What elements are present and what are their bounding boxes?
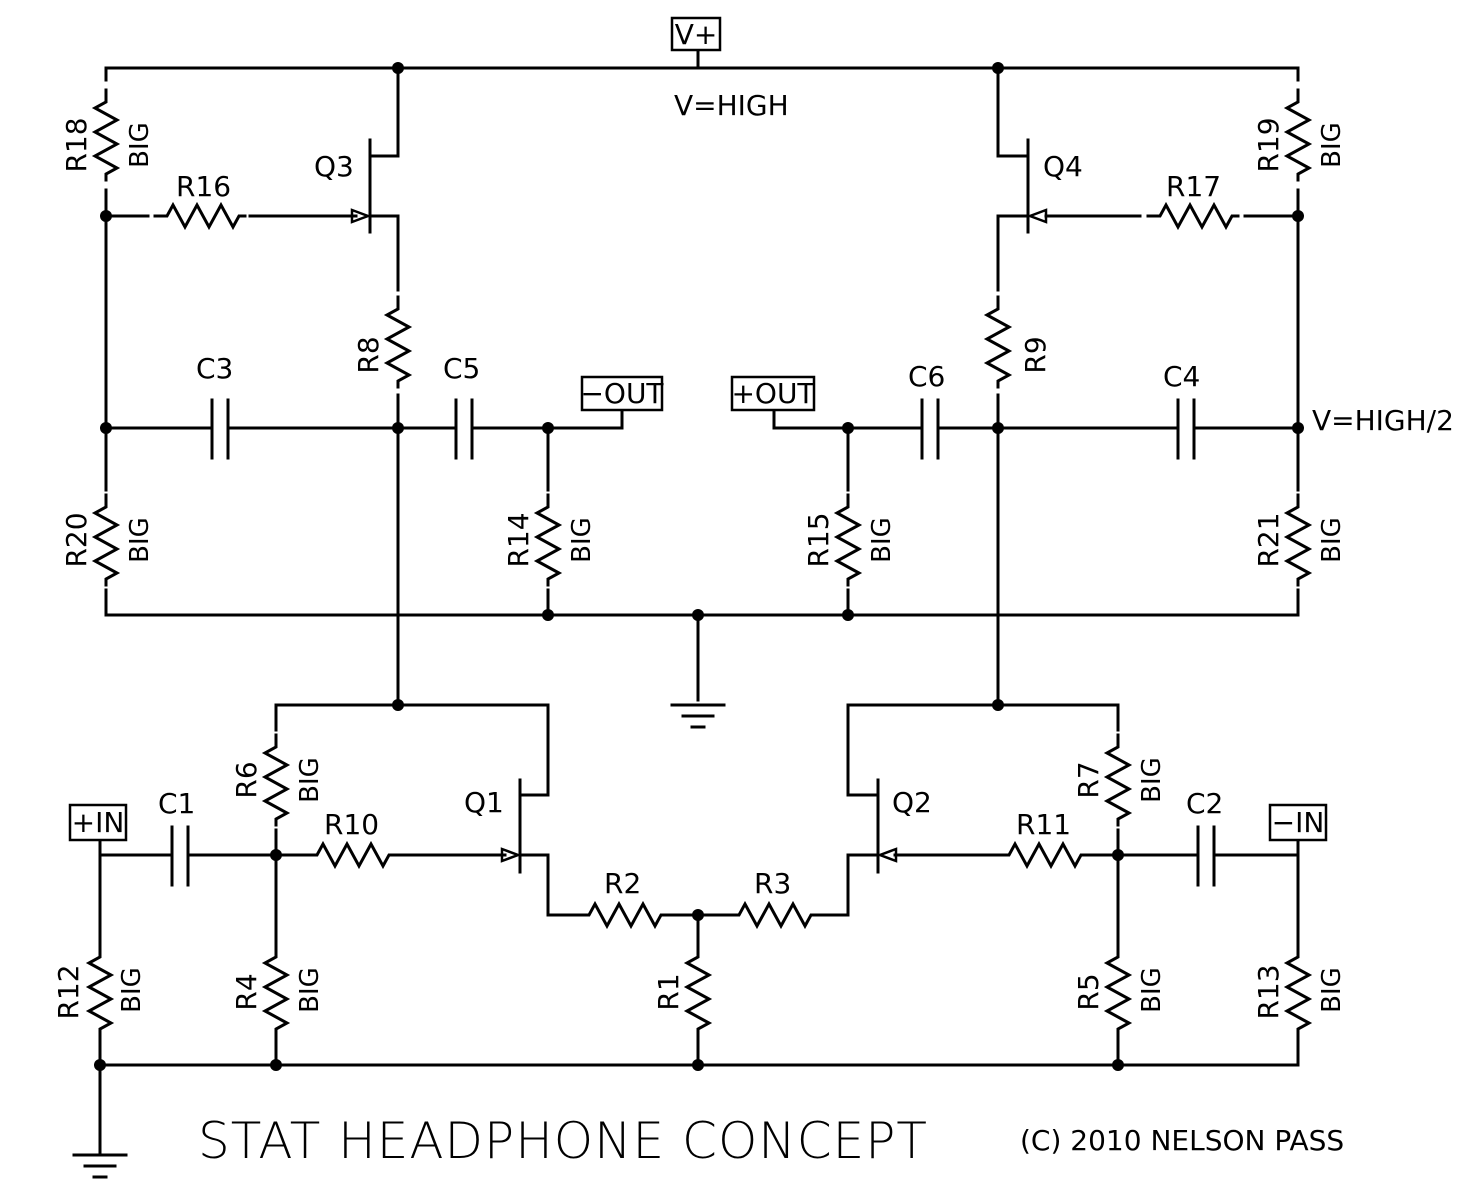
resistor-r21 — [1285, 493, 1311, 587]
value-r20: BIG — [125, 517, 155, 563]
value-r13: BIG — [1317, 967, 1347, 1013]
label-c2: C2 — [1186, 787, 1223, 820]
value-r21: BIG — [1317, 517, 1347, 563]
resistor-r15 — [835, 493, 861, 587]
component-labels: Q3 Q4 Q1 Q2 C3 C5 C6 C4 C1 C2 R16 R17 R1… — [52, 117, 1347, 1019]
label-r1: R1 — [652, 973, 685, 1010]
bias-voltage-note: V=HIGH/2 — [1312, 404, 1454, 437]
capacitor-c6 — [920, 398, 940, 460]
transistor-arrows — [350, 208, 1048, 863]
resistor-r13 — [1285, 943, 1311, 1037]
label-r10: R10 — [324, 808, 379, 841]
port-minus-in: −IN — [1268, 803, 1328, 842]
label-r18: R18 — [60, 117, 93, 172]
resistor-r5 — [1105, 943, 1131, 1037]
value-r4: BIG — [295, 967, 325, 1013]
label-r9: R9 — [1019, 336, 1052, 373]
label-r5: R5 — [1072, 973, 1105, 1010]
label-q4: Q4 — [1043, 150, 1083, 183]
resistor-r7 — [1105, 733, 1131, 827]
value-r15: BIG — [867, 517, 897, 563]
label-r21: R21 — [1252, 512, 1285, 567]
resistor-r19 — [1285, 88, 1311, 182]
resistor-r8 — [385, 295, 411, 389]
label-r20: R20 — [60, 512, 93, 567]
capacitor-c1 — [170, 825, 190, 887]
capacitor-c4 — [1176, 398, 1196, 460]
value-r12: BIG — [117, 967, 147, 1013]
resistor-r6 — [263, 733, 289, 827]
label-r6: R6 — [230, 761, 263, 798]
q1-arrow-icon — [500, 847, 522, 863]
capacitor-c5 — [454, 398, 474, 460]
label-r7: R7 — [1072, 761, 1105, 798]
ground-symbol-input-icon — [72, 1153, 128, 1179]
value-r7: BIG — [1137, 757, 1167, 803]
label-r2: R2 — [604, 867, 641, 900]
supply-voltage-note: V=HIGH — [674, 89, 789, 122]
label-r16: R16 — [176, 170, 231, 203]
resistor-r17 — [1146, 203, 1240, 229]
copyright-note: (C) 2010 NELSON PASS — [1020, 1124, 1344, 1157]
value-r18: BIG — [125, 122, 155, 168]
resistor-r10 — [303, 842, 397, 868]
port-plus-in: +IN — [68, 803, 128, 842]
resistors — [87, 88, 1311, 1037]
label-r17: R17 — [1166, 170, 1221, 203]
resistor-r18 — [93, 88, 119, 182]
resistor-r11 — [995, 842, 1089, 868]
capacitor-c2 — [1196, 825, 1216, 887]
label-q3: Q3 — [314, 150, 354, 183]
label-r8: R8 — [352, 336, 385, 373]
label-r3: R3 — [754, 867, 791, 900]
value-r5: BIG — [1137, 967, 1167, 1013]
port-v-plus-label: V+ — [675, 18, 718, 51]
label-c5: C5 — [443, 352, 480, 385]
port-v-plus: V+ — [670, 16, 722, 52]
port-minus-out-label: −OUT — [580, 377, 664, 410]
resistor-r4 — [263, 943, 289, 1037]
capacitors — [170, 398, 1216, 887]
resistor-r16 — [153, 203, 247, 229]
q4-arrow-icon — [1026, 208, 1048, 224]
ground-symbol-icon — [670, 703, 726, 729]
capacitor-c3 — [210, 398, 230, 460]
resistor-r3 — [725, 902, 819, 928]
port-minus-out: −OUT — [580, 375, 664, 412]
port-minus-in-label: −IN — [1272, 806, 1325, 839]
label-c3: C3 — [196, 352, 233, 385]
q2-arrow-icon — [876, 847, 898, 863]
label-c6: C6 — [908, 360, 945, 393]
label-r15: R15 — [802, 512, 835, 567]
resistor-r9 — [985, 295, 1011, 389]
label-r19: R19 — [1252, 117, 1285, 172]
resistor-r1 — [685, 943, 711, 1037]
label-r4: R4 — [230, 973, 263, 1010]
label-c1: C1 — [158, 787, 195, 820]
junction-dots — [94, 62, 1304, 1071]
resistor-r2 — [575, 902, 669, 928]
wires — [98, 48, 1300, 1157]
label-r12: R12 — [52, 964, 85, 1019]
value-r6: BIG — [295, 757, 325, 803]
label-q2: Q2 — [892, 786, 932, 819]
label-c4: C4 — [1163, 360, 1200, 393]
port-plus-out-label: +OUT — [731, 377, 815, 410]
port-plus-out: +OUT — [730, 375, 815, 412]
label-q1: Q1 — [464, 786, 504, 819]
label-r13: R13 — [1252, 964, 1285, 1019]
label-r14: R14 — [502, 512, 535, 567]
label-r11: R11 — [1016, 808, 1071, 841]
schematic-title: STAT HEADPHONE CONCEPT — [198, 1112, 928, 1170]
value-r14: BIG — [567, 517, 597, 563]
q3-arrow-icon — [350, 208, 372, 224]
resistor-r12 — [87, 943, 113, 1037]
resistor-r20 — [93, 493, 119, 587]
port-plus-in-label: +IN — [72, 806, 125, 839]
resistor-r14 — [535, 493, 561, 587]
value-r19: BIG — [1317, 122, 1347, 168]
